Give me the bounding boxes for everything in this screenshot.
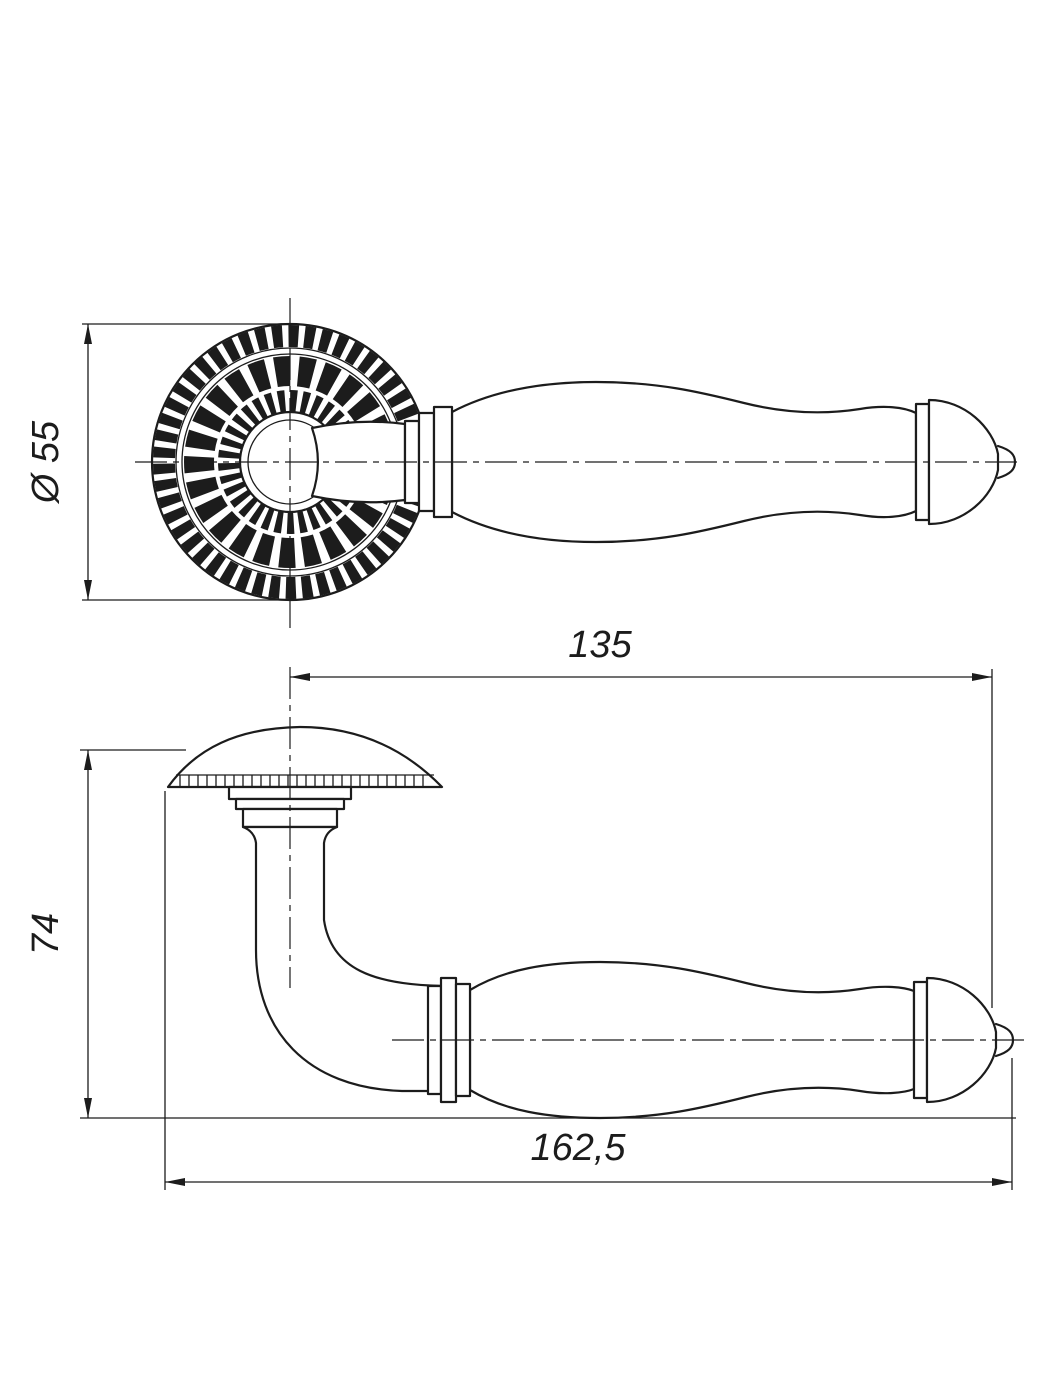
dimension-label-overall-length: 162,5 [530, 1127, 626, 1169]
dimension-label-projection-height: 74 [25, 913, 67, 955]
neck-elbow-side [241, 825, 452, 1093]
dimension-overall-length: 162,5 [164, 791, 1013, 1190]
side-view [166, 667, 1028, 1120]
dimension-projection-height: 74 [25, 749, 1016, 1119]
dimension-label-rosette-diameter: Ø 55 [25, 420, 67, 505]
dimension-length-to-axis: 135 [290, 624, 993, 1008]
handle-front [310, 380, 1017, 544]
rosette-dome-side [166, 725, 444, 789]
dimension-rosette-diameter: Ø 55 [25, 323, 286, 601]
rosette-dentil-ticks-side [179, 775, 424, 787]
rosette-side [166, 725, 444, 789]
handle-side [227, 785, 1015, 1120]
front-view [135, 298, 1022, 628]
rosette-base-ring-side [234, 797, 346, 811]
dimension-label-length-to-axis: 135 [568, 624, 632, 666]
